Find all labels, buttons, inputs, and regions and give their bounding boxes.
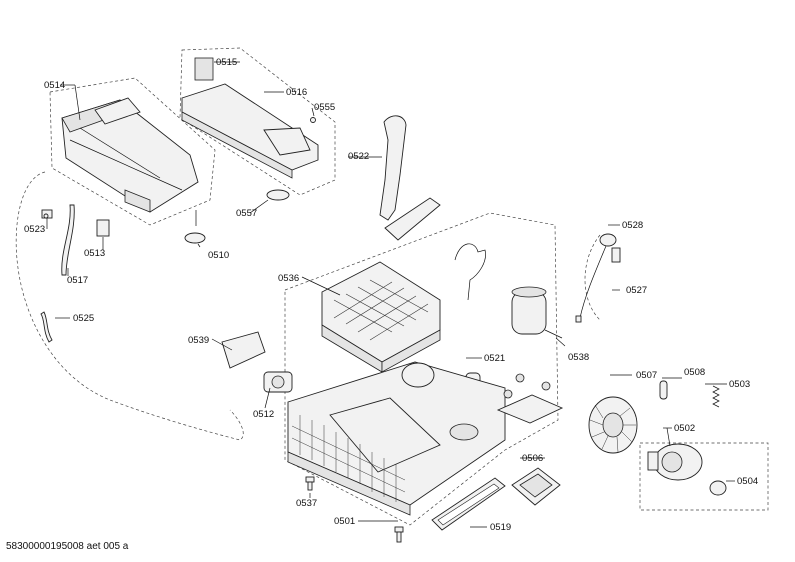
label-0557: 0557 [236,208,257,219]
pump-0512 [263,371,293,393]
label-0538: 0538 [568,352,589,363]
bushing-0508 [659,380,668,400]
label-0503: 0503 [729,379,750,390]
label-0504: 0504 [737,476,758,487]
label-0502: 0502 [674,423,695,434]
label-0517: 0517 [67,275,88,286]
label-0516: 0516 [286,87,307,98]
label-0528: 0528 [622,220,643,231]
hose-0517 [61,204,75,276]
label-0525: 0525 [73,313,94,324]
filter-0506 [511,467,561,506]
label-0506: 0506 [522,453,543,464]
water-tank-drawer [61,97,199,213]
sensor-assembly [575,233,621,323]
label-0510: 0510 [208,250,229,261]
label-0521: 0521 [484,353,505,364]
drain-pipe [379,115,441,241]
screw-0501 [394,526,404,543]
base-housing [287,361,506,516]
hose-path-outline [15,171,244,441]
leader-lines [46,61,735,528]
screw-0537 [305,476,315,491]
bracket-0539 [221,331,266,369]
label-0501: 0501 [334,516,355,527]
seal-ring-0510 [184,232,206,244]
label-0514: 0514 [44,80,65,91]
label-0519: 0519 [490,522,511,533]
label-0508: 0508 [684,367,705,378]
motor-0502 [647,443,703,481]
fan-wheel [588,396,638,454]
compressor [511,286,563,339]
heat-exchanger [321,243,486,373]
label-0515: 0515 [216,57,237,68]
spring-0503 [712,385,720,408]
hose-clip-0523 [41,209,53,219]
label-0537: 0537 [296,498,317,509]
coupling-0504 [709,480,727,496]
pump-part-0513 [96,219,110,237]
part-labels: 0514 0515 0516 0555 0522 0557 0510 0523 … [24,57,758,533]
cable-path-outline [584,234,601,321]
label-0522: 0522 [348,151,369,162]
label-0523: 0523 [24,224,45,235]
seal-ring-0557 [266,189,290,201]
hose-part-0525 [40,311,53,343]
label-0555: 0555 [314,102,335,113]
drawer-cover [181,57,319,179]
label-0507: 0507 [636,370,657,381]
compressor-mount-plate [496,394,564,424]
label-0536: 0536 [278,273,299,284]
group-outline-motor [639,442,769,511]
label-0527: 0527 [626,285,647,296]
group-outline-0514 [49,77,216,226]
label-0512: 0512 [253,409,274,420]
label-0539: 0539 [188,335,209,346]
drawing-number-footer: 58300000195008 aet 005 a [6,541,129,552]
label-0513: 0513 [84,248,105,259]
